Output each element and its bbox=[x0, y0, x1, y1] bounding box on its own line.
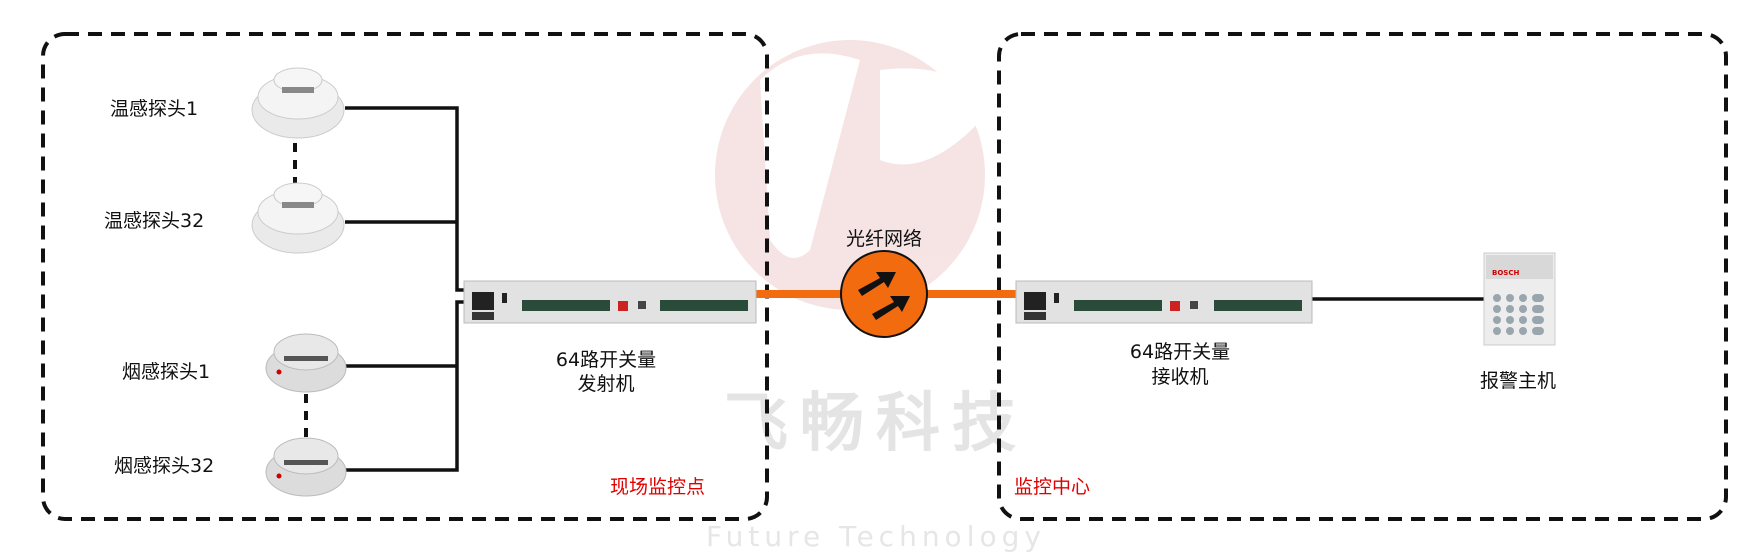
receiver-label-line1: 64路开关量 bbox=[1130, 341, 1230, 363]
heat-detector-32-label: 温感探头32 bbox=[104, 210, 204, 232]
smoke-detector-1-label: 烟感探头1 bbox=[122, 361, 210, 383]
receiver-label-line2: 接收机 bbox=[1151, 366, 1208, 388]
ellipsis-connectors bbox=[293, 143, 308, 438]
alarm-host-label: 报警主机 bbox=[1480, 370, 1556, 392]
monitoring-center-label: 监控中心 bbox=[1014, 476, 1090, 498]
transmitter-device bbox=[463, 280, 757, 324]
smoke-detector-1 bbox=[265, 333, 347, 393]
transmitter-label-line1: 64路开关量 bbox=[556, 349, 656, 371]
receiver-device bbox=[1015, 280, 1313, 324]
transmitter-label-line2: 发射机 bbox=[577, 373, 634, 395]
heat-detector-1-label: 温感探头1 bbox=[110, 98, 198, 120]
watermark-en: Future Technology bbox=[706, 520, 1046, 552]
fiber-network-label: 光纤网络 bbox=[846, 228, 922, 250]
fiber-network-arrows-icon bbox=[840, 250, 928, 338]
heat-detector-32 bbox=[251, 182, 345, 254]
watermark-cn: 飞畅科技 bbox=[724, 387, 1028, 461]
field-site-label: 现场监控点 bbox=[610, 476, 705, 498]
smoke-detector-32-label: 烟感探头32 bbox=[114, 455, 214, 477]
monitoring-center-zone bbox=[997, 32, 1728, 521]
smoke-detector-32 bbox=[265, 437, 347, 497]
field-site-zone bbox=[41, 32, 769, 521]
watermark-logo bbox=[715, 40, 990, 310]
alarm-host-panel: BOSCH bbox=[1483, 252, 1556, 346]
alarm-brand: BOSCH bbox=[1492, 269, 1519, 277]
heat-detector-1 bbox=[251, 67, 345, 139]
